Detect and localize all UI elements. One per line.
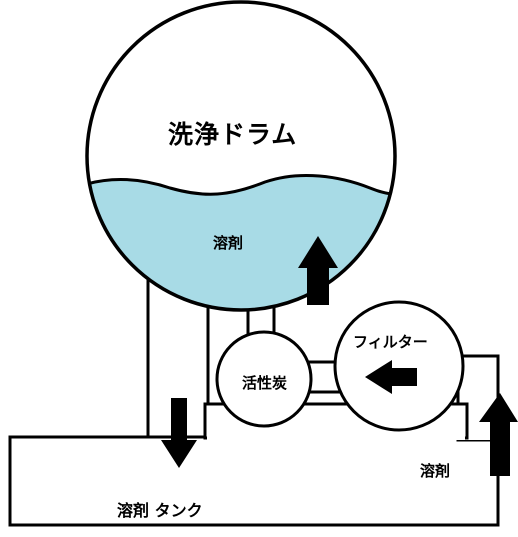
washing-drum	[85, 0, 397, 312]
activated-carbon-label: 活性炭	[242, 374, 288, 392]
tank-solvent-label: 溶剤	[420, 462, 451, 480]
drum-solvent-fill	[87, 175, 395, 310]
filter-label: フィルター	[353, 333, 428, 351]
solvent-tank-label: 溶剤 タンク	[117, 501, 203, 520]
activated-carbon-vessel	[215, 330, 313, 428]
arrow-up-drum-icon	[298, 236, 338, 305]
filter-vessel	[333, 300, 465, 432]
arrow-down-tank-icon	[161, 398, 197, 468]
arrow-left-filter-icon	[365, 360, 417, 394]
drum-solvent-label: 溶剤	[213, 234, 244, 252]
solvent-tank	[8, 435, 500, 527]
arrow-up-return-icon	[479, 393, 518, 476]
drum-label: 洗浄ドラム	[168, 120, 298, 149]
